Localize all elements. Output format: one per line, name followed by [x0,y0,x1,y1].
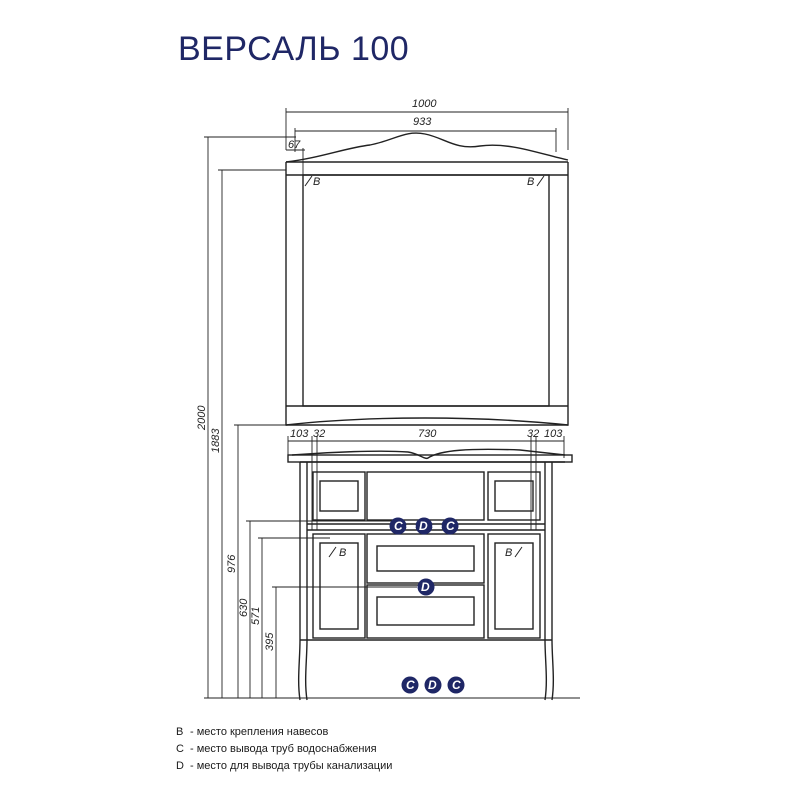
dim-1883: 1883 [210,428,222,453]
legend: B- место крепления навесов C- место выво… [176,724,392,775]
dim-32-left: 32 [313,428,325,440]
dim-933: 933 [413,116,432,128]
svg-text:C: C [452,678,461,692]
dim-976: 976 [226,554,238,573]
dim-571: 571 [250,607,262,625]
svg-text:D: D [421,580,430,594]
legend-item-b: B- место крепления навесов [176,726,329,738]
dim-1000: 1000 [412,98,437,110]
svg-text:D: D [419,519,428,533]
dim-730: 730 [418,428,437,440]
vanity-body [297,462,555,701]
dim-32-right: 32 [527,428,539,440]
svg-text:B: B [313,176,320,188]
mark-b-vanity-right: B [505,546,523,559]
svg-text:D: D [428,678,437,692]
dim-395: 395 [264,632,276,651]
legend-item-c: C- место вывода труб водоснабжения [176,743,377,755]
mark-b-vanity-left: B [328,546,346,559]
mark-b-mirror-right: B [527,175,545,188]
marker-d-drawer: D [417,578,435,596]
svg-text:C: C [406,678,415,692]
drawing-title: ВЕРСАЛЬ 100 [178,30,410,68]
svg-text:C: C [446,519,455,533]
svg-text:B: B [505,547,512,559]
markers-floor: C D C [401,676,465,694]
dim-630: 630 [238,598,250,617]
legend-item-d: D- место для вывода трубы канализации [176,760,393,772]
mark-b-mirror-left: B [304,175,320,188]
mirror-frame [285,132,569,426]
svg-text:C: C [394,519,403,533]
markers-shelf: C D C [389,517,459,535]
dim-2000: 2000 [196,405,208,431]
svg-text:B: B [527,176,534,188]
dim-67: 67 [288,139,301,151]
svg-text:B: B [339,547,346,559]
vanity-top [287,448,573,463]
dim-103-right: 103 [544,428,563,440]
dimension-lines [204,108,580,699]
dim-103-left: 103 [290,428,309,440]
